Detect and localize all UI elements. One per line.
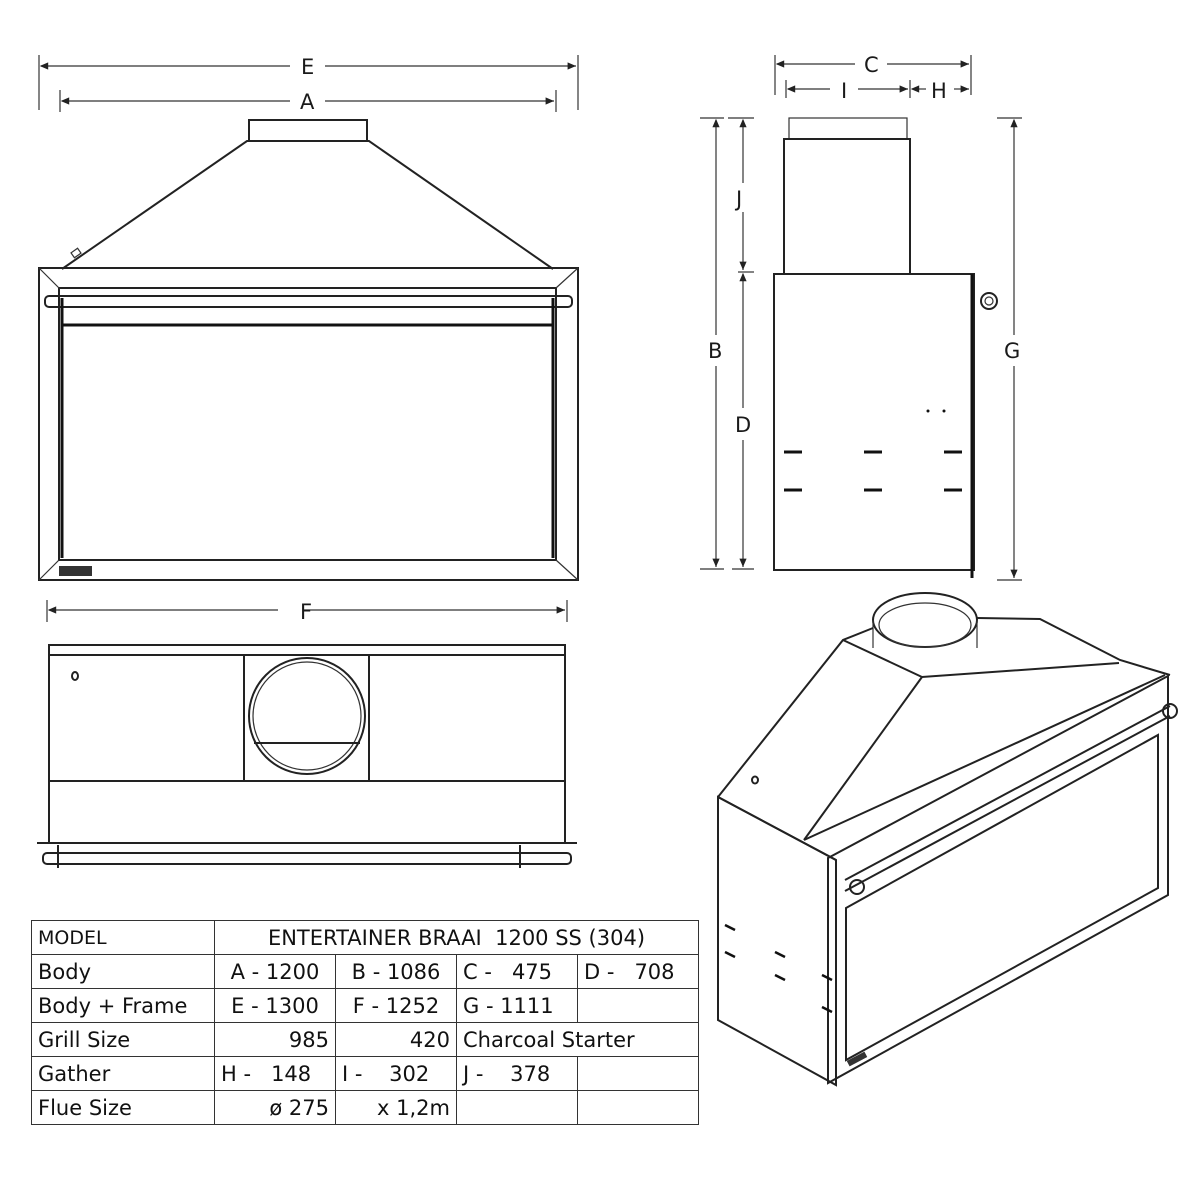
dim-label-f: F: [300, 600, 312, 624]
table-cell: x 1,2m: [335, 1090, 457, 1125]
row-label: Body: [31, 954, 215, 989]
row-label: Grill Size: [31, 1022, 215, 1057]
row-label: Body + Frame: [31, 988, 215, 1023]
dim-label-c: C: [864, 53, 879, 77]
row-label: Flue Size: [31, 1090, 215, 1125]
dimension-f: F: [46, 600, 568, 624]
dimension-b: B: [700, 117, 724, 570]
table-cell: Charcoal Starter: [456, 1022, 699, 1057]
row-label: Gather: [31, 1056, 215, 1091]
dimension-i-h: I H: [785, 79, 969, 103]
dim-label-j: J: [734, 187, 742, 211]
table-cell: E - 1300: [214, 988, 336, 1023]
table-cell: H - 148: [214, 1056, 336, 1091]
side-elevation: C I H B J D: [700, 53, 1022, 581]
isometric-view: [717, 592, 1178, 1087]
table-cell: G - 1111: [456, 988, 578, 1023]
dim-label-e: E: [301, 55, 314, 79]
table-cell: ø 275: [214, 1090, 336, 1125]
table-cell: 985: [214, 1022, 336, 1057]
dimension-e: E: [38, 55, 579, 110]
table-row-body-frame: Body + Frame E - 1300 F - 1252 G - 1111: [31, 988, 699, 1023]
table-cell: [456, 1090, 578, 1125]
dim-label-h: H: [931, 79, 947, 103]
spec-table: MODEL ENTERTAINER BRAAI 1200 SS (304) Bo…: [31, 920, 699, 1125]
table-row-gather: Gather H - 148 I - 302 J - 378: [31, 1056, 699, 1091]
table-cell: C - 475: [456, 954, 578, 989]
dim-label-b: B: [708, 339, 722, 363]
table-cell: I - 302: [335, 1056, 457, 1091]
table-row-body: Body A - 1200 B - 1086 C - 475 D - 708: [31, 954, 699, 989]
table-cell: 420: [335, 1022, 457, 1057]
table-row-flue-size: Flue Size ø 275 x 1,2m: [31, 1090, 699, 1125]
plan-view: F: [37, 600, 577, 868]
table-cell: J - 378: [456, 1056, 578, 1091]
dimension-j-d: J D: [728, 117, 754, 570]
model-name: ENTERTAINER BRAAI 1200 SS (304): [214, 920, 699, 955]
dim-label-i: I: [841, 79, 847, 103]
front-elevation: E A: [38, 55, 579, 581]
table-cell: [577, 988, 699, 1023]
table-cell: B - 1086: [335, 954, 457, 989]
model-label: MODEL: [31, 920, 215, 955]
dimension-c: C: [774, 53, 972, 95]
dimension-a: A: [59, 90, 557, 114]
table-cell: D - 708: [577, 954, 699, 989]
dim-label-a: A: [300, 90, 315, 114]
table-cell: A - 1200: [214, 954, 336, 989]
dimension-g: G: [997, 117, 1022, 581]
dim-label-d: D: [735, 413, 751, 437]
table-row-grill-size: Grill Size 985 420 Charcoal Starter: [31, 1022, 699, 1057]
table-cell: F - 1252: [335, 988, 457, 1023]
dim-label-g: G: [1004, 339, 1020, 363]
table-cell: [577, 1090, 699, 1125]
table-cell: [577, 1056, 699, 1091]
table-row-model: MODEL ENTERTAINER BRAAI 1200 SS (304): [31, 920, 699, 955]
